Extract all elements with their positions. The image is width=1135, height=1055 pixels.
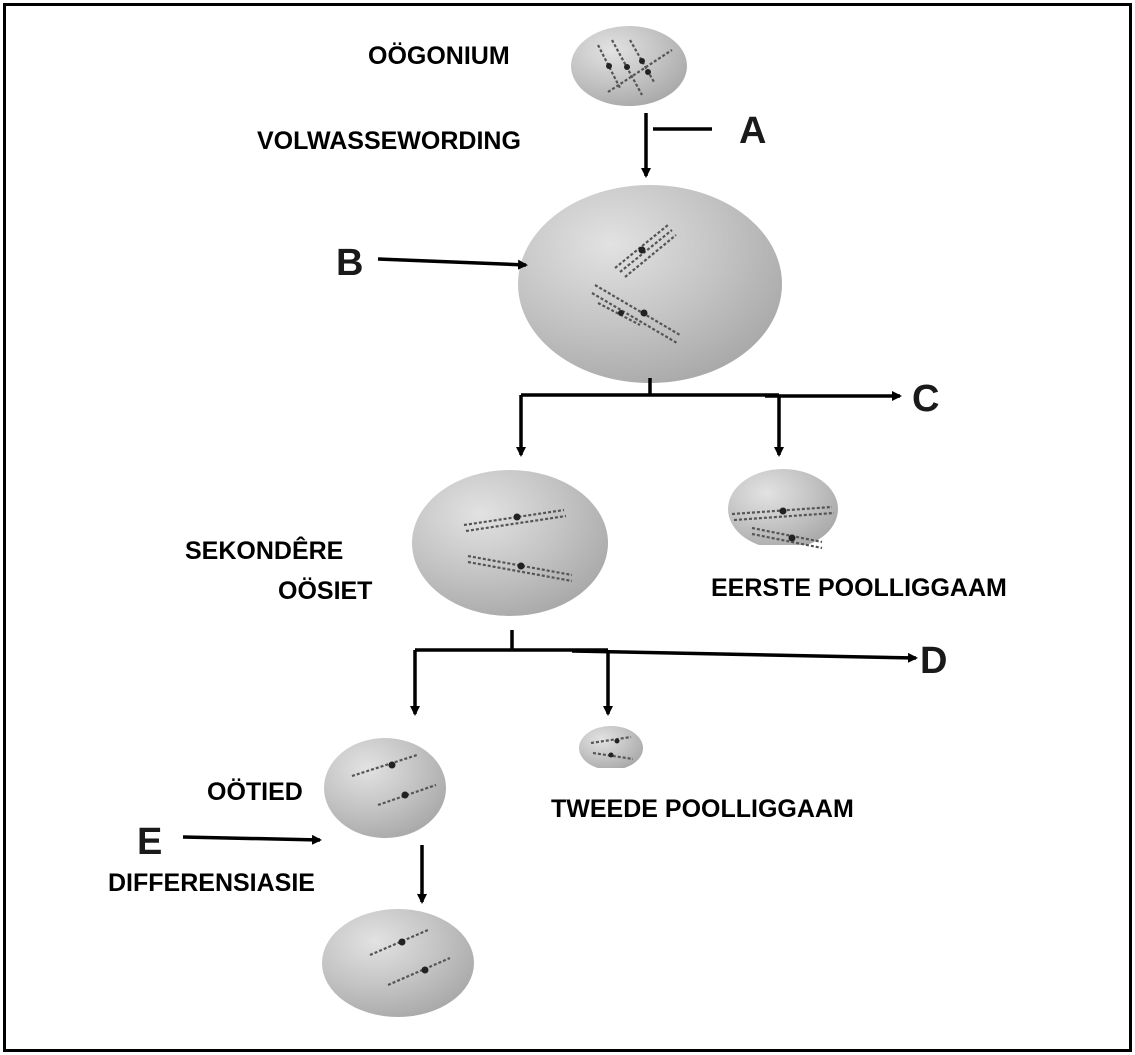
cell-ootid [324, 738, 446, 838]
letter-a: A [739, 110, 766, 152]
letter-c: C [912, 378, 939, 420]
arrow-pointer-d [571, 649, 918, 663]
meiosis-1-branch [516, 378, 784, 457]
arrow-pointer-e [182, 834, 322, 845]
meiosis-2-branch [410, 630, 613, 716]
label-secondary-oocyte-2: OÖSIET [278, 576, 372, 605]
arrow-pointer-b [377, 257, 528, 270]
label-oogonium: OÖGONIUM [368, 41, 510, 70]
cell-secondary-oocyte [412, 470, 608, 616]
label-maturation: VOLWASSEWORDING [257, 127, 521, 155]
cell-primary-oocyte [518, 185, 782, 383]
cell-ovum [322, 909, 474, 1017]
cell-first-polar-body [725, 469, 845, 557]
letter-e: E [137, 821, 162, 863]
label-secondary-oocyte-1: SEKONDÊRE [185, 535, 343, 565]
label-first-polar-body: EERSTE POOLLIGGAAM [711, 574, 1007, 602]
cell-oogonium [571, 26, 687, 106]
label-ootid: OÖTIED [207, 777, 303, 806]
label-differentiation: DIFFERENSIASIE [108, 869, 315, 897]
label-second-polar-body: TWEEDE POOLLIGGAAM [551, 795, 854, 823]
letter-d: D [920, 640, 947, 682]
cell-second-polar-body [575, 726, 655, 778]
letter-b: B [336, 242, 363, 284]
